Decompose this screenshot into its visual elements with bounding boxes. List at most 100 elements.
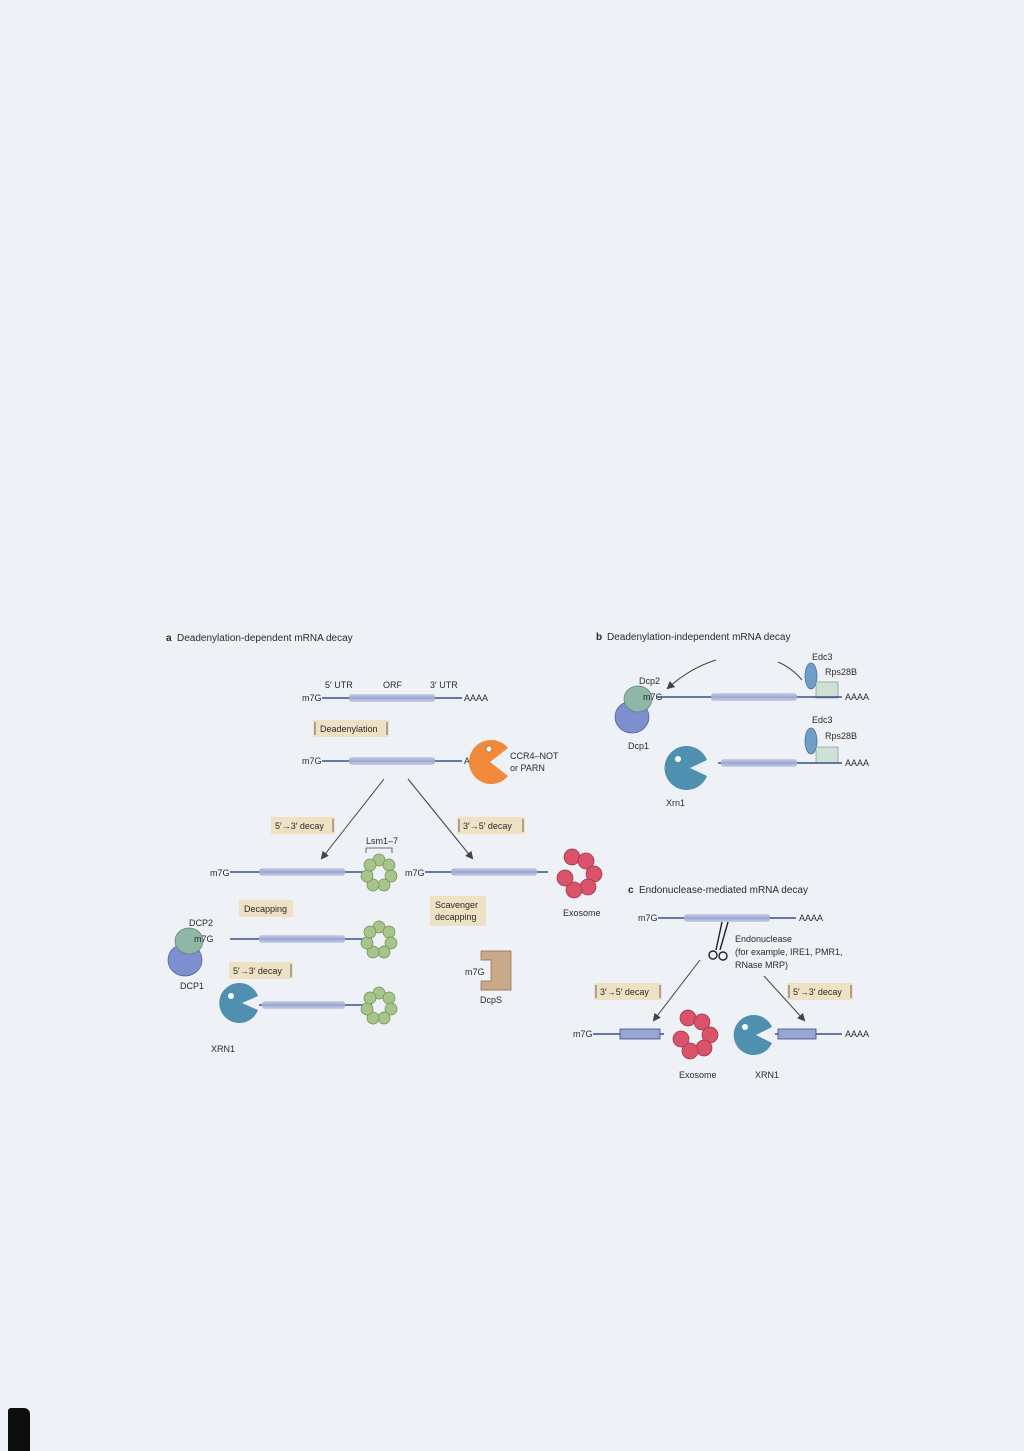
label-5utr: 5′ UTR xyxy=(325,680,353,690)
endonuclease-example-2: RNase MRP) xyxy=(735,960,788,970)
cap-label: m7G xyxy=(302,693,322,703)
polya-label: AAAA xyxy=(799,913,823,923)
enzyme-eye xyxy=(485,745,493,753)
panel-a: a Deadenylation-dependent mRNA decay 5′ … xyxy=(166,633,603,1054)
fragment-bar xyxy=(777,1028,817,1040)
polya-label: AAAA xyxy=(464,693,488,703)
orf-bar xyxy=(711,693,797,701)
decay-5to3-box xyxy=(271,817,335,834)
rps28b-label-b: Rps28B xyxy=(825,731,857,741)
panel-b-letter: b xyxy=(596,632,602,643)
scavenger-label-2: decapping xyxy=(435,912,477,922)
exosome-complex xyxy=(672,1009,719,1060)
orf-bar xyxy=(262,1001,345,1009)
scavenger-box xyxy=(430,896,486,926)
xrn1-label: XRN1 xyxy=(211,1044,235,1054)
cap-label: m7G xyxy=(638,913,658,923)
dcp1-label: Dcp1 xyxy=(628,741,649,751)
exosome-label: Exosome xyxy=(679,1070,717,1080)
xrn1-enzyme xyxy=(733,1015,772,1055)
xrn1-enzyme xyxy=(219,983,258,1023)
panel-c-title: Endonuclease-mediated mRNA decay xyxy=(639,885,808,896)
or-parn-label: or PARN xyxy=(510,763,545,773)
orf-bar xyxy=(721,759,797,767)
branch-arrow-left xyxy=(652,959,701,1022)
scavenger-label-1: Scavenger xyxy=(435,900,478,910)
enzyme-eye xyxy=(228,993,234,999)
decay-5to3-label: 5′→3′ decay xyxy=(275,821,324,831)
decay-3to5-box xyxy=(457,817,525,834)
cap-label: m7G xyxy=(465,967,485,977)
scissors-icon xyxy=(708,921,729,961)
cap-label: m7G xyxy=(573,1029,593,1039)
enzyme-eye xyxy=(675,756,681,762)
ccr4-not-label: CCR4–NOT xyxy=(510,751,559,761)
endonuclease-label: Endonuclease xyxy=(735,934,792,944)
xrn1-enzyme xyxy=(664,746,707,791)
decay-5to3-label-b: 5′→3′ decay xyxy=(233,966,282,976)
cap-label: m7G xyxy=(210,868,230,878)
branch-arrow-right xyxy=(763,975,806,1022)
polya-label-b: AAAA xyxy=(845,1029,869,1039)
cap-label: m7G xyxy=(643,692,663,702)
label-orf: ORF xyxy=(383,680,403,690)
cap-label: m7G xyxy=(194,934,214,944)
lsm-ring xyxy=(360,853,398,892)
recruit-line xyxy=(777,661,803,681)
lsm-bracket xyxy=(365,847,393,853)
decay-5to3-box-b xyxy=(229,962,293,979)
edc3-label-b: Edc3 xyxy=(812,715,833,725)
lsm-ring xyxy=(360,986,398,1025)
panel-b: b Deadenylation-independent mRNA decay E… xyxy=(596,632,869,808)
recruit-arrow xyxy=(666,659,717,690)
cap-label: m7G xyxy=(405,868,425,878)
dcps-enzyme xyxy=(480,950,512,991)
lsm-label: Lsm1–7 xyxy=(366,836,398,846)
panel-c-letter: c xyxy=(628,885,634,896)
exosome-complex xyxy=(556,848,603,899)
panel-c: c Endonuclease-mediated mRNA decay m7G A… xyxy=(573,885,869,1080)
dcp1-label: DCP1 xyxy=(180,981,204,991)
lsm-ring xyxy=(360,920,398,959)
decapping-label: Decapping xyxy=(244,904,287,914)
decapping-box xyxy=(239,900,293,917)
dcp2-protein xyxy=(623,685,653,713)
exosome-label: Exosome xyxy=(563,908,601,918)
endonuclease-example: (for example, IRE1, PMR1, xyxy=(735,947,843,957)
orf-bar xyxy=(451,868,537,876)
rps28b-protein xyxy=(815,681,839,699)
decay-3to5-box xyxy=(594,983,662,1000)
dcp2-label: DCP2 xyxy=(189,918,213,928)
edc3-protein xyxy=(804,662,818,690)
orf-bar xyxy=(259,935,345,943)
polya-label-b: AAAA xyxy=(845,758,869,768)
orf-bar xyxy=(684,914,770,922)
deadenylation-box xyxy=(313,720,389,737)
deadenylation-label: Deadenylation xyxy=(320,724,378,734)
ccr4-not-enzyme xyxy=(469,739,508,785)
enzyme-eye xyxy=(742,1024,748,1030)
edc3-label: Edc3 xyxy=(812,652,833,662)
decay-3to5-label: 3′→5′ decay xyxy=(600,987,649,997)
orf-bar xyxy=(259,868,345,876)
page-edge-mark xyxy=(8,1408,30,1451)
orf-bar xyxy=(349,694,435,702)
xrn1-label: XRN1 xyxy=(755,1070,779,1080)
orf-bar xyxy=(349,757,435,765)
edc3-protein xyxy=(804,727,818,755)
rps28b-protein xyxy=(815,746,839,764)
rps28b-label: Rps28B xyxy=(825,667,857,677)
label-3utr: 3′ UTR xyxy=(430,680,458,690)
dcp2-label: Dcp2 xyxy=(639,676,660,686)
panel-b-title: Deadenylation-independent mRNA decay xyxy=(607,632,790,643)
xrn1-label: Xrn1 xyxy=(666,798,685,808)
decay-5to3-box xyxy=(787,983,853,1000)
panel-a-title: Deadenylation-dependent mRNA decay xyxy=(177,633,353,644)
branch-arrow-right xyxy=(407,778,474,860)
fragment-bar xyxy=(619,1028,661,1040)
dcps-label: DcpS xyxy=(480,995,502,1005)
panel-a-letter: a xyxy=(166,633,172,644)
decay-3to5-label: 3′→5′ decay xyxy=(463,821,512,831)
